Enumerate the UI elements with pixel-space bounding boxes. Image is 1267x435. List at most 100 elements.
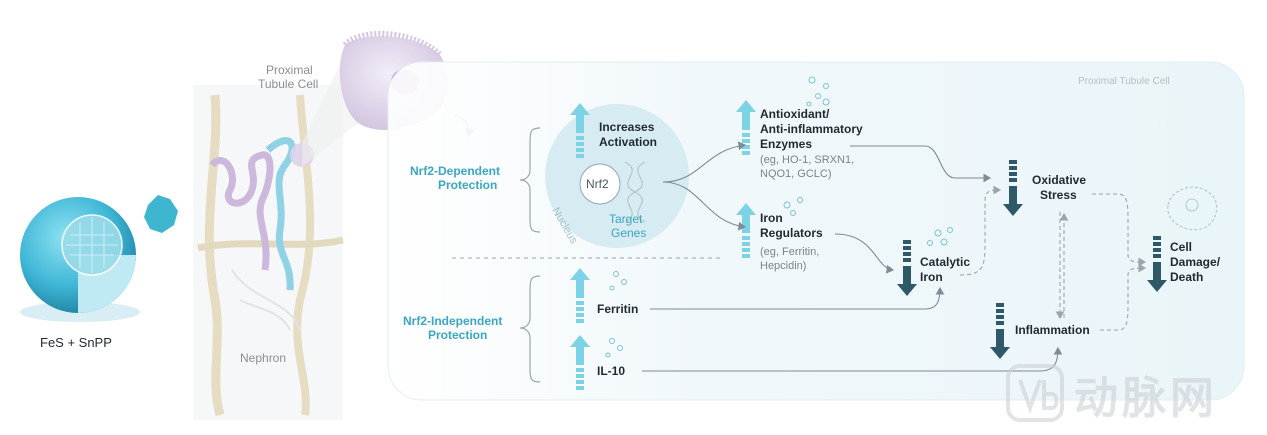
cell-damage-line2: Damage/ (1170, 255, 1221, 269)
bubble-icon (609, 285, 615, 291)
down-arrow-oxidative-stress-dash (1009, 178, 1017, 182)
snpp-molecule-icon (144, 195, 178, 233)
target-genes-line2: Genes (611, 226, 646, 240)
up-arrow-il10-head (570, 335, 590, 365)
down-arrow-cell-damage-dash (1153, 248, 1161, 252)
bubble-icon (815, 93, 821, 99)
up-arrow-il10-dash (576, 374, 584, 378)
down-arrow-oxidative-stress-dash (1009, 160, 1017, 164)
bubble-icon (797, 197, 803, 203)
nephron-vessel-left (204, 94, 225, 417)
watermark-text: 动脉网 (1074, 374, 1218, 423)
bubble-icon (783, 201, 791, 209)
nephron-label: Nephron (240, 351, 286, 365)
antioxidant-line3: Enzymes (760, 137, 812, 151)
antioxidant-line1: Antioxidant/ (760, 107, 830, 121)
down-arrow-oxidative-stress (1003, 160, 1023, 216)
up-arrow-ferritin (570, 268, 590, 323)
bubble-icon (613, 271, 619, 277)
ferritin-label: Ferritin (597, 302, 638, 316)
nanoparticle-mesh (66, 217, 118, 273)
nephron-tubule-blue (265, 137, 296, 291)
up-arrow-iron (736, 203, 756, 258)
dna-helix-icon (624, 161, 646, 223)
antioxidant-examples-2: NQO1, GCLC) (760, 168, 832, 180)
damaged-cell-fragment (1185, 198, 1199, 212)
connector-nucleus-to-iron (662, 181, 747, 231)
down-arrow-catalytic-iron-head (897, 266, 917, 296)
down-arrow-oxidative-stress-dash (1009, 172, 1017, 176)
up-arrow-il10-dash (576, 386, 584, 390)
down-arrow-oxidative-stress-head (1003, 186, 1023, 216)
bubble-icon (808, 76, 816, 84)
down-arrows (897, 160, 1167, 359)
target-genes-line1: Target (609, 212, 643, 226)
bubble-icon (621, 279, 627, 285)
up-arrow-il10 (570, 335, 590, 390)
up-arrow-activation (570, 103, 590, 158)
down-arrow-cell-damage-dash (1153, 236, 1161, 240)
up-arrow-activation-head (570, 103, 590, 133)
nephron-capillary-net (231, 269, 301, 331)
down-arrow-cell-damage-dash (1153, 254, 1161, 258)
down-arrow-catalytic-iron-dash (903, 240, 911, 244)
antioxidant-examples-1: (eg, HO-1, SRXN1, (760, 154, 854, 166)
down-arrow-catalytic-iron-dash (903, 258, 911, 262)
dependent-label-line2: Protection (438, 178, 497, 192)
bubble-icon (927, 240, 933, 246)
dashed-oxidative-to-damage (1092, 193, 1147, 267)
activation-line1: Increases (599, 120, 655, 134)
nrf2-label: Nrf2 (586, 177, 609, 191)
cell-label-line2: Tubule Cell (258, 77, 318, 91)
up-arrow-ferritin-dash (576, 313, 584, 317)
catalytic-iron-line1: Catalytic (920, 255, 970, 269)
iron-examples-1: (eg, Ferritin, (760, 246, 819, 258)
connector-iron-to-catalytic (834, 233, 895, 274)
down-arrow-catalytic-iron (897, 240, 917, 296)
watermark-logo-mark (1018, 379, 1059, 414)
down-arrow-inflammation-dash (996, 315, 1004, 319)
catalytic-iron-line2: Iron (920, 270, 943, 284)
up-arrow-activation-dash (576, 136, 584, 140)
iron-regulators-line1: Iron (760, 211, 783, 225)
down-arrow-inflammation-dash (996, 303, 1004, 307)
down-arrow-catalytic-iron-dash (903, 252, 911, 256)
bubble-icon (822, 98, 830, 106)
dashed-catalytic-to-oxidative (959, 185, 1002, 276)
down-arrow-cell-damage-dash (1153, 242, 1161, 246)
iron-regulators-line2: Regulators (760, 226, 823, 240)
bubble-decorations (605, 76, 953, 358)
up-arrow-ferritin-dash (576, 319, 584, 323)
up-arrow-iron-dash (742, 242, 750, 246)
pathway-panel: Proximal Tubule Cell Nrf2-Dependent Prot… (387, 61, 1245, 401)
down-arrow-inflammation (990, 303, 1010, 359)
up-arrow-il10-dash (576, 368, 584, 372)
down-arrow-cell-damage-head (1147, 262, 1167, 292)
oxidative-stress-line1: Oxidative (1032, 173, 1086, 187)
down-arrow-oxidative-stress-dash (1009, 166, 1017, 170)
bubble-icon (947, 227, 953, 233)
up-arrow-antioxidant-dash (742, 133, 750, 137)
bubble-icon (790, 210, 796, 216)
connector-antioxidant-to-oxidative (850, 145, 992, 183)
down-arrow-catalytic-iron-dash (903, 246, 911, 250)
bubble-icon (605, 352, 611, 358)
independent-label-line1: Nrf2-Independent (403, 314, 502, 328)
up-arrow-activation-dash (576, 148, 584, 152)
up-arrow-iron-dash (742, 248, 750, 252)
up-arrow-ferritin-head (570, 268, 590, 298)
bubble-icon (934, 229, 942, 237)
cell-damage-line1: Cell (1170, 240, 1192, 254)
nephron-tubule-purple (209, 151, 274, 271)
down-arrow-inflammation-dash (996, 309, 1004, 313)
up-arrow-activation-dash (576, 142, 584, 146)
up-arrow-il10-dash (576, 380, 584, 384)
fes-snpp-illustration: FeS + SnPP (20, 195, 178, 350)
connector-nucleus-to-antioxidant (662, 141, 747, 183)
iron-examples-2: Hepcidin) (760, 260, 806, 272)
up-arrow-iron-dash (742, 236, 750, 240)
up-arrow-antioxidant-head (736, 100, 756, 130)
watermark-logo-icon (1006, 364, 1064, 422)
